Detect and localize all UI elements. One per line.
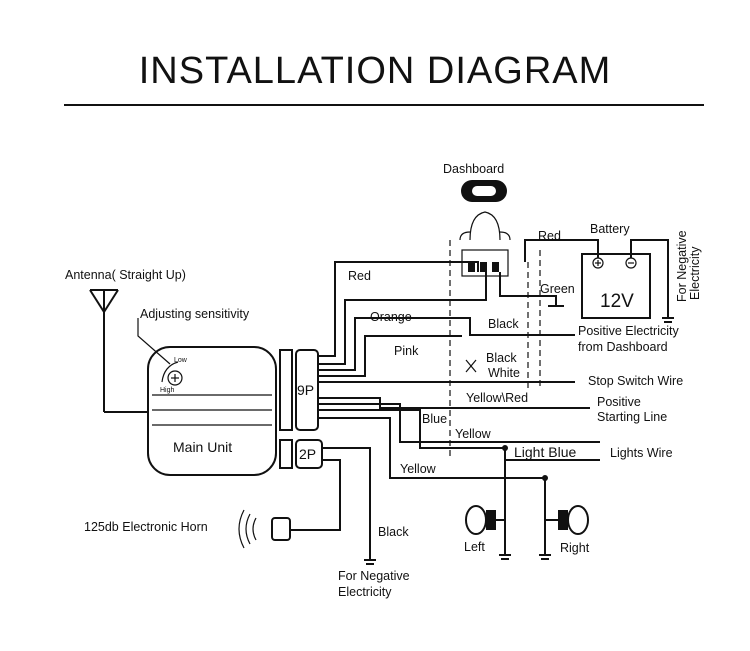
wire-orange-path: [318, 272, 487, 365]
wire-red-main: Red: [348, 269, 371, 283]
connector-2p: [295, 439, 323, 469]
wire-pink-path: [318, 335, 462, 377]
page-title: INSTALLATION DIAGRAM: [138, 50, 612, 92]
lamp-left-label: Left: [464, 540, 485, 554]
wire-horn-path: [290, 459, 341, 531]
wire-yellow-red: Yellow\Red: [466, 391, 528, 405]
positive-dash-line2: from Dashboard: [578, 340, 668, 354]
wire-yellow-2-path: [318, 417, 546, 520]
positive-dash-line1: Positive Electricity: [578, 324, 679, 338]
connector-2p-label: 2P: [299, 446, 316, 462]
dashboard-indicator: [461, 180, 507, 202]
wire-yellow-path: [318, 403, 600, 443]
right-lamp-icon: [539, 505, 589, 560]
note-stop-switch: Stop Switch Wire: [588, 374, 683, 388]
wire-yellow-1: Yellow: [455, 427, 492, 441]
horn-icon: [238, 509, 291, 549]
wire-green: Green: [540, 282, 575, 296]
antenna-label: Antenna( Straight Up): [65, 268, 186, 282]
negative-top-line2: Electricity: [688, 246, 702, 300]
wire-light-blue: Light Blue: [514, 444, 576, 460]
battery-voltage: 12V: [600, 291, 634, 312]
title-underline: [64, 104, 704, 106]
wire-black-ground-path: [322, 447, 371, 560]
wire-blue-path: [318, 409, 506, 520]
knob-low-label: Low: [174, 357, 188, 364]
antenna-icon: [89, 289, 148, 413]
wire-red-path: [318, 261, 479, 357]
wire-yellow-2: Yellow: [400, 462, 437, 476]
switch-icon: [465, 359, 477, 373]
battery-negative-wire: [630, 239, 669, 318]
negative-bottom-line1: For Negative: [338, 569, 410, 583]
positive-start-line2: Starting Line: [597, 410, 667, 424]
battery-label: Battery: [590, 222, 630, 236]
dashboard-label: Dashboard: [443, 162, 504, 176]
wire-black-top: Black: [488, 317, 519, 331]
wire-black-ground: Black: [378, 525, 409, 539]
wire-pink: Pink: [394, 344, 419, 358]
wire-black-mid: Black: [486, 351, 517, 365]
connector-9p-label: 9P: [297, 382, 314, 398]
main-unit: [147, 346, 277, 476]
connector-9p: [295, 349, 319, 431]
sensitivity-pointer: [137, 318, 171, 365]
negative-bottom-line2: Electricity: [338, 585, 392, 599]
horn-label: 125db Electronic Horn: [84, 520, 208, 534]
note-lights-wire: Lights Wire: [610, 446, 673, 460]
left-lamp-icon: [465, 505, 511, 560]
wire-white: White: [488, 366, 520, 380]
wire-blue: Blue: [422, 412, 447, 426]
negative-top-line1: For Negative: [675, 230, 689, 302]
main-unit-label: Main Unit: [173, 439, 232, 455]
ignition-switch: [459, 211, 511, 277]
wire-black-top-path: [318, 317, 575, 371]
wire-red-dash: Red: [538, 229, 561, 243]
lamp-right-label: Right: [560, 541, 590, 555]
positive-start-line1: Positive: [597, 395, 641, 409]
sensitivity-label: Adjusting sensitivity: [140, 307, 250, 321]
battery-positive-wire: [524, 239, 599, 262]
knob-high-label: High: [160, 387, 175, 394]
